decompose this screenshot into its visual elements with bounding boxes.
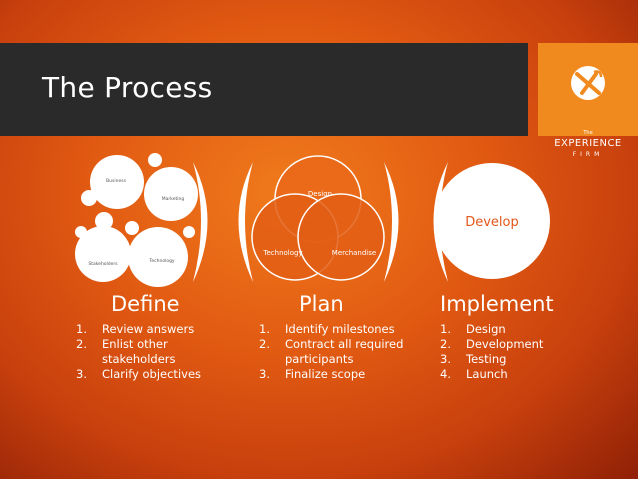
slide-title: The Process — [42, 71, 213, 104]
list-text: Clarify objectives — [102, 367, 202, 381]
list-number: 2. — [440, 337, 451, 351]
list-text: Design — [466, 322, 506, 336]
bubble-small-1 — [81, 190, 97, 206]
venn-label-merchandise: Merchandise — [332, 249, 376, 257]
bubble-marketing — [144, 167, 198, 221]
list-item: 3. Clarify objectives — [76, 367, 236, 382]
plan-heading: Plan — [299, 292, 344, 316]
list-number: 3. — [259, 367, 270, 381]
list-number: 2. — [259, 337, 270, 351]
list-number: 3. — [440, 352, 451, 366]
bubble-small-5 — [75, 226, 87, 238]
list-item: 1. Design — [440, 322, 590, 337]
list-number: 2. — [76, 337, 87, 351]
list-text: Testing — [466, 352, 507, 366]
title-bar — [0, 43, 528, 136]
venn-label-technology: Technology — [262, 249, 302, 257]
list-item: 3. Finalize scope — [259, 367, 429, 382]
list-number: 1. — [259, 322, 270, 336]
list-item: 1. Review answers — [76, 322, 236, 337]
bubble-small-2 — [95, 212, 113, 230]
implement-list: 1. Design 2. Development 3. Testing 4. Launc… — [440, 322, 590, 382]
list-text: participants — [285, 352, 354, 366]
list-item: 3. Testing — [440, 352, 590, 367]
bubble-technology — [128, 227, 188, 287]
logo-mark-icon — [571, 66, 605, 100]
implement-heading: Implement — [440, 292, 554, 316]
list-item: 1. Identify milestones — [259, 322, 429, 337]
logo-line-1: The — [583, 130, 593, 136]
list-text: Identify milestones — [285, 322, 395, 336]
list-text: stakeholders — [102, 352, 176, 366]
bubble-small-4 — [125, 221, 139, 235]
develop-circle — [434, 163, 550, 279]
list-number: 4. — [440, 367, 451, 381]
bubble-small-3 — [148, 153, 162, 167]
bracket-arc-4 — [433, 162, 448, 282]
list-number: 1. — [440, 322, 451, 336]
list-text: Review answers — [102, 322, 195, 336]
list-text: Enlist other — [102, 337, 168, 351]
list-text: Launch — [466, 367, 508, 381]
bracket-arc-1 — [193, 162, 208, 282]
venn-label-design: Design — [308, 190, 332, 198]
list-number: 1. — [76, 322, 87, 336]
list-item: 2. Development — [440, 337, 590, 352]
bubble-label-stakeholders: Stakeholders — [88, 261, 118, 267]
logo-line-2: EXPERIENCE — [554, 138, 622, 149]
list-text: Finalize scope — [285, 367, 366, 381]
bracket-arc-2 — [238, 162, 253, 282]
bubble-label-technology: Technology — [148, 258, 175, 264]
list-text: Contract all required — [285, 337, 404, 351]
bubble-business — [90, 155, 144, 209]
bubble-stakeholders — [75, 226, 131, 282]
plan-venn-diagram: Design Technology Merchandise — [251, 155, 385, 281]
list-number: 3. — [76, 367, 87, 381]
bracket-arc-3 — [384, 162, 399, 282]
bubble-label-marketing: Marketing — [162, 196, 185, 202]
list-text: Development — [466, 337, 544, 351]
bubble-small-6 — [183, 226, 195, 238]
develop-label: Develop — [465, 215, 519, 230]
phase-separators — [193, 162, 448, 282]
define-heading: Define — [111, 292, 180, 316]
plan-list: 1. Identify milestones 2. Contract all req… — [259, 322, 429, 382]
bubble-label-business: Business — [106, 178, 126, 184]
define-bubble-cluster: Business Marketing Technology Stakeholde… — [75, 153, 198, 287]
experience-firm-logo: The EXPERIENCE FIRM — [538, 43, 638, 158]
list-item: 4. Launch — [440, 367, 590, 382]
venn-circle-merchandise — [297, 193, 385, 281]
implement-circle-group: Develop — [434, 163, 550, 279]
logo-line-3: FIRM — [572, 151, 604, 158]
